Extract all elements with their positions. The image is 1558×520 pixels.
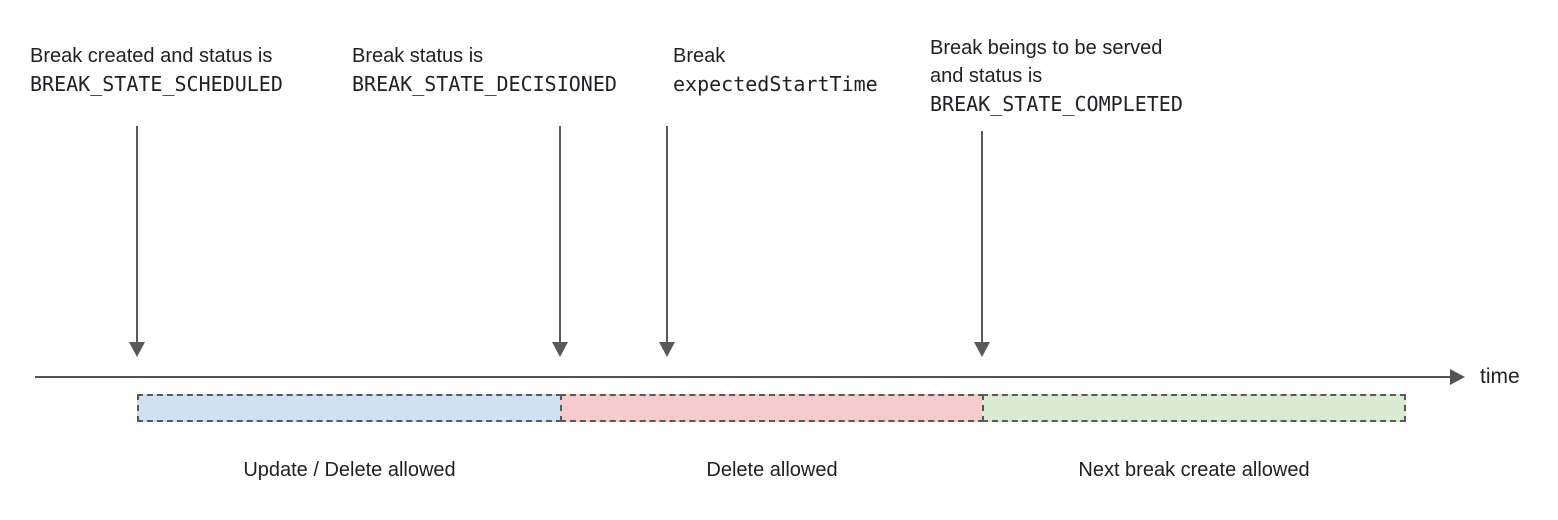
arrow-shaft bbox=[559, 126, 561, 344]
arrow-shaft bbox=[981, 131, 983, 344]
arrow-head bbox=[974, 342, 990, 357]
segment-label-delete-allowed: Delete allowed bbox=[706, 459, 838, 481]
annotation-text: Break bbox=[673, 45, 726, 67]
segment-next-break-create-allowed bbox=[982, 394, 1406, 422]
annotation-code-break-state-completed: BREAK_STATE_COMPLETED bbox=[930, 92, 1183, 116]
arrow-shaft bbox=[666, 126, 668, 344]
annotation-text: and status is bbox=[930, 65, 1043, 87]
arrow-head bbox=[552, 342, 568, 357]
annotation-text: Break created and status is bbox=[30, 45, 273, 67]
time-axis-arrowhead-icon bbox=[1450, 369, 1465, 385]
time-axis-line bbox=[35, 376, 1452, 378]
arrow-head bbox=[129, 342, 145, 357]
annotation-code-break-state-scheduled: BREAK_STATE_SCHEDULED bbox=[30, 72, 283, 96]
segment-label-next-break-create-allowed: Next break create allowed bbox=[1078, 459, 1310, 481]
arrow-head bbox=[659, 342, 675, 357]
annotation-break-decisioned: Break status is BREAK_STATE_DECISIONED bbox=[352, 42, 617, 98]
time-axis-label: time bbox=[1480, 365, 1520, 388]
segment-update-delete-allowed bbox=[137, 394, 562, 422]
annotation-text: Break beings to be served bbox=[930, 37, 1163, 59]
annotation-break-completed: Break beings to be served and status is … bbox=[930, 34, 1183, 118]
annotation-break-created: Break created and status is BREAK_STATE_… bbox=[30, 42, 283, 98]
segment-delete-allowed bbox=[560, 394, 984, 422]
annotation-text: Break status is bbox=[352, 45, 484, 67]
annotation-code-expected-start-time: expectedStartTime bbox=[673, 72, 878, 96]
annotation-code-break-state-decisioned: BREAK_STATE_DECISIONED bbox=[352, 72, 617, 96]
segment-label-update-delete-allowed: Update / Delete allowed bbox=[243, 459, 456, 481]
arrow-shaft bbox=[136, 126, 138, 344]
annotation-expected-start-time: Break expectedStartTime bbox=[673, 42, 878, 98]
